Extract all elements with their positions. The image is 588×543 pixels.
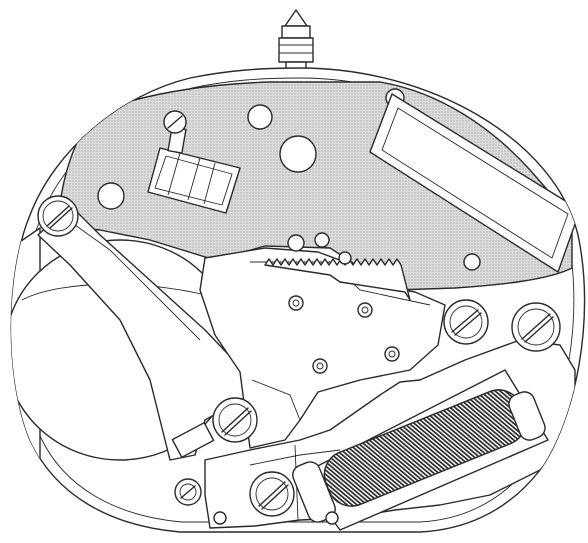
small-pin-bottom [213,511,227,525]
gear-pinion-2 [314,232,330,248]
bridge-jewels [288,295,400,374]
screw-right [511,302,561,352]
battery-clamp [37,204,251,461]
battery-contact-tab [171,422,215,458]
plate-cutout [369,93,581,273]
stepping-motor-coil [292,369,549,531]
quartz-block [147,126,241,214]
screw-bottom [249,471,295,517]
gear-pinion-1 [287,234,305,252]
screw-bottom-left-small [174,478,202,506]
gear-pinion-3 [338,251,352,265]
crown-stem [278,9,314,71]
screw-top-left [163,110,187,134]
small-pin-coil [325,511,339,525]
screw-lower-left [212,397,258,443]
screw-left [37,195,79,237]
plate-holes [97,88,481,271]
screw-center-right [443,299,489,345]
